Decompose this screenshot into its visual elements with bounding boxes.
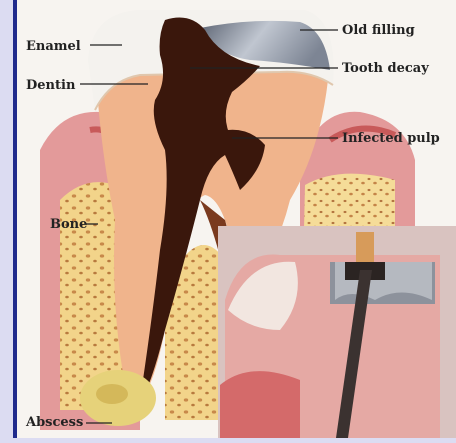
frame-left-edge (13, 0, 17, 438)
label-abscess: Abscess (26, 416, 83, 429)
label-infected-pulp: Infected pulp (342, 132, 440, 145)
label-bone: Bone (50, 218, 87, 231)
inset-photo (218, 226, 456, 438)
label-tooth-decay: Tooth decay (342, 62, 429, 75)
label-old-filling: Old filling (342, 24, 415, 37)
label-dentin: Dentin (26, 79, 75, 92)
label-enamel: Enamel (26, 40, 81, 53)
